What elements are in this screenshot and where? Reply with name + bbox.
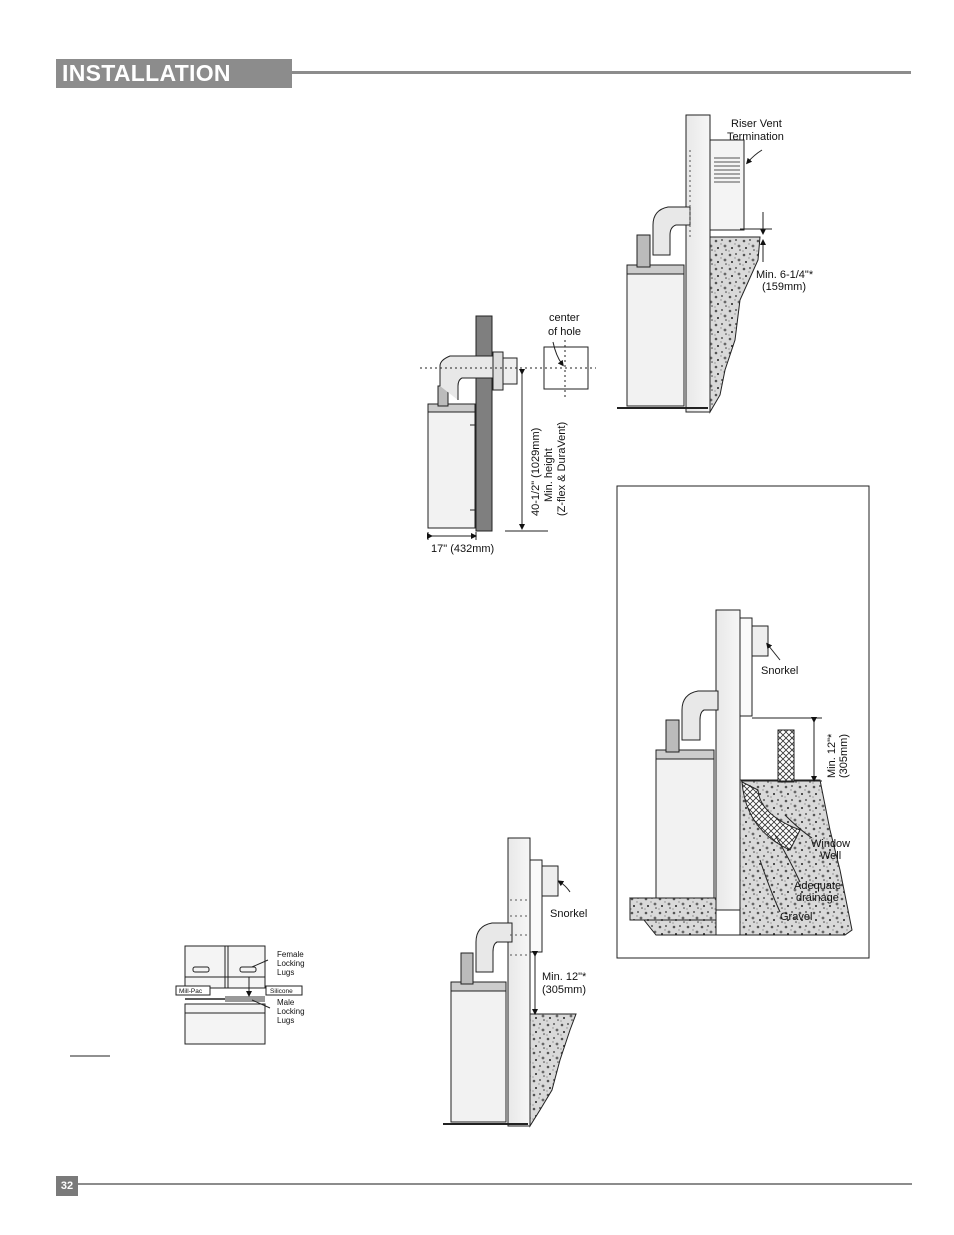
riser-min-label-1: Min. 6-1/4"*	[756, 269, 814, 281]
male-lugs-label-1: Male	[277, 998, 295, 1007]
silicone-label: Silicone	[270, 988, 293, 995]
snorkel-min-label-2: (305mm)	[542, 984, 586, 996]
male-lugs-label-2: Locking	[277, 1007, 305, 1016]
drainage-label-2: drainage	[796, 892, 839, 904]
min-height-label-1: 40-1/2" (1029mm)	[530, 428, 542, 516]
window-min-label-1: Min. 12"*	[826, 733, 838, 778]
window-min-label-2: (305mm)	[838, 734, 850, 778]
min-height-label-3: (Z-flex & DuraVent)	[556, 422, 568, 516]
center-of-hole-label-1: center	[549, 312, 580, 324]
gravel-label: Gravel	[780, 911, 812, 923]
horizontal-vent-figure: center of hole 40-1/2" (1029mm) Min. hei…	[420, 312, 596, 555]
drainage-label-1: Adequate	[794, 880, 841, 892]
window-well-figure: Snorkel Min. 12"* (305mm) Window Well Ad…	[616, 485, 870, 959]
riser-termination-label-1: Riser Vent	[731, 118, 782, 130]
footer-rule	[78, 1183, 912, 1185]
min-height-label-2: Min. height	[543, 448, 555, 502]
center-of-hole-label-2: of hole	[548, 326, 581, 338]
snorkel-min-label-1: Min. 12"*	[542, 971, 587, 983]
millpac-label: Mill-Pac	[179, 988, 203, 995]
male-lugs-label-3: Lugs	[277, 1016, 294, 1025]
locking-lugs-figure: Mill-Pac Silicone Female Locking Lugs Ma…	[70, 945, 305, 1057]
window-well-label-2: Well	[820, 850, 841, 862]
width-label: 17" (432mm)	[431, 543, 494, 555]
header-tab	[56, 59, 292, 88]
female-lugs-label-3: Lugs	[277, 968, 294, 977]
snorkel-label: Snorkel	[550, 908, 587, 920]
header-rule	[292, 71, 911, 74]
riser-min-label-2: (159mm)	[762, 281, 806, 293]
window-snorkel-label: Snorkel	[761, 665, 798, 677]
window-well-label-1: Window	[811, 838, 850, 850]
riser-termination-label-2: Termination	[727, 131, 784, 143]
female-lugs-label-1: Female	[277, 950, 304, 959]
female-lugs-label-2: Locking	[277, 959, 305, 968]
page-title: INSTALLATION	[62, 60, 231, 86]
snorkel-figure: Snorkel Min. 12"* (305mm)	[443, 837, 587, 1128]
riser-vent-figure: Riser Vent Termination Min. 6-1/4"* (159…	[617, 114, 814, 414]
page-number: 32	[56, 1176, 78, 1196]
